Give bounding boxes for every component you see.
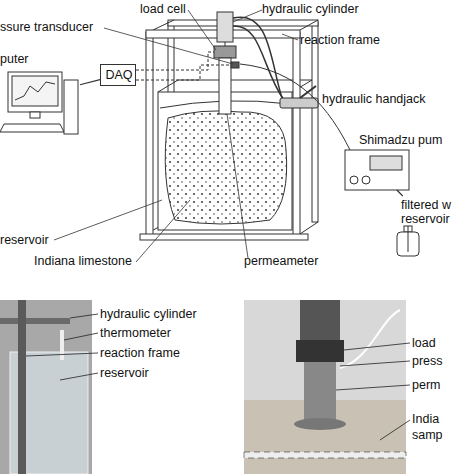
part-label: Indiana limestone bbox=[34, 254, 132, 268]
piston-rod bbox=[225, 42, 226, 46]
frame-edge bbox=[300, 20, 318, 30]
leader-line bbox=[344, 343, 410, 350]
tube-connector bbox=[80, 80, 100, 85]
pump-body bbox=[345, 150, 409, 190]
hydraulic-cylinder bbox=[217, 12, 233, 42]
node-label: DAQ bbox=[101, 68, 137, 82]
pressure-transducer bbox=[231, 62, 239, 68]
pump-port bbox=[350, 176, 358, 184]
photo-ruler bbox=[244, 452, 406, 458]
leader-line bbox=[70, 314, 98, 318]
node-label: puter bbox=[0, 52, 29, 66]
leader-line bbox=[54, 200, 162, 240]
daq-box: DAQ bbox=[100, 64, 136, 86]
frame-edge bbox=[153, 20, 174, 30]
part-label: hydraulic cylinder bbox=[100, 307, 197, 321]
part-label: thermometer bbox=[100, 326, 171, 340]
signal-wire bbox=[136, 52, 214, 70]
part-label: load bbox=[412, 336, 436, 350]
photo-permeameter bbox=[304, 362, 336, 422]
tube-connector bbox=[397, 190, 403, 196]
photo-load-cell bbox=[296, 340, 344, 362]
pump-display bbox=[370, 156, 402, 170]
node-label: Shimadzu pum bbox=[359, 133, 442, 147]
screen-plot bbox=[15, 82, 55, 100]
leader-line bbox=[336, 385, 410, 390]
leader-line bbox=[60, 373, 98, 380]
leader-line bbox=[227, 114, 248, 258]
part-label: ssure transducer bbox=[0, 20, 93, 34]
part-label: samp bbox=[412, 428, 443, 442]
photo-wire bbox=[340, 310, 400, 368]
part-label: reservoir bbox=[0, 233, 49, 247]
part-label: reaction frame bbox=[100, 346, 180, 360]
screen bbox=[12, 76, 58, 106]
leader-line bbox=[233, 10, 262, 22]
leader-line bbox=[104, 28, 233, 64]
pump-port bbox=[362, 176, 370, 184]
leader-line bbox=[340, 361, 410, 366]
leader-line bbox=[64, 333, 98, 340]
pc-tower bbox=[64, 80, 78, 134]
handjack bbox=[280, 98, 318, 108]
photo-background bbox=[0, 300, 92, 474]
node-label: filtered w reservoir bbox=[401, 198, 473, 226]
frame-edge bbox=[300, 222, 318, 234]
monitor-stand bbox=[30, 112, 40, 118]
signal-wire bbox=[136, 65, 231, 80]
frame-beam bbox=[168, 20, 318, 26]
photo-base bbox=[294, 418, 346, 430]
photo-cylinder bbox=[300, 300, 340, 340]
hose bbox=[233, 17, 282, 98]
tank-rim bbox=[158, 80, 312, 92]
part-label: hydraulic cylinder bbox=[262, 2, 359, 16]
part-label: reservoir bbox=[100, 366, 149, 380]
part-label: reaction frame bbox=[300, 33, 380, 47]
part-label: load cell bbox=[140, 2, 186, 16]
permeameter bbox=[219, 58, 231, 114]
frame-post bbox=[146, 32, 153, 238]
leader-line bbox=[26, 353, 98, 356]
monitor bbox=[8, 72, 62, 112]
part-label: permeameter bbox=[244, 254, 318, 268]
pump: Shimadzu pum bbox=[345, 150, 409, 190]
part-label: India bbox=[412, 412, 439, 426]
part-label: hydraulic handjack bbox=[322, 92, 426, 106]
leader-line bbox=[136, 200, 190, 262]
photo-left bbox=[0, 300, 92, 474]
water-reservoir: filtered w reservoir bbox=[393, 196, 474, 258]
leader-line bbox=[380, 420, 410, 440]
leader-line bbox=[188, 10, 216, 50]
computer: puter bbox=[0, 52, 80, 138]
frame-base bbox=[140, 234, 308, 240]
hose bbox=[233, 26, 284, 100]
photo-post bbox=[18, 300, 26, 474]
photo-thermometer bbox=[60, 330, 64, 360]
part-label: press bbox=[412, 354, 443, 368]
keyboard bbox=[0, 124, 64, 132]
leader-line bbox=[282, 34, 298, 40]
load-cell bbox=[214, 46, 236, 58]
photo-frame bbox=[0, 318, 70, 324]
tube bbox=[240, 64, 350, 150]
part-label: perm bbox=[412, 378, 440, 392]
bottle-tube bbox=[408, 226, 409, 252]
frame-post bbox=[312, 22, 318, 222]
frame-post bbox=[293, 32, 300, 238]
